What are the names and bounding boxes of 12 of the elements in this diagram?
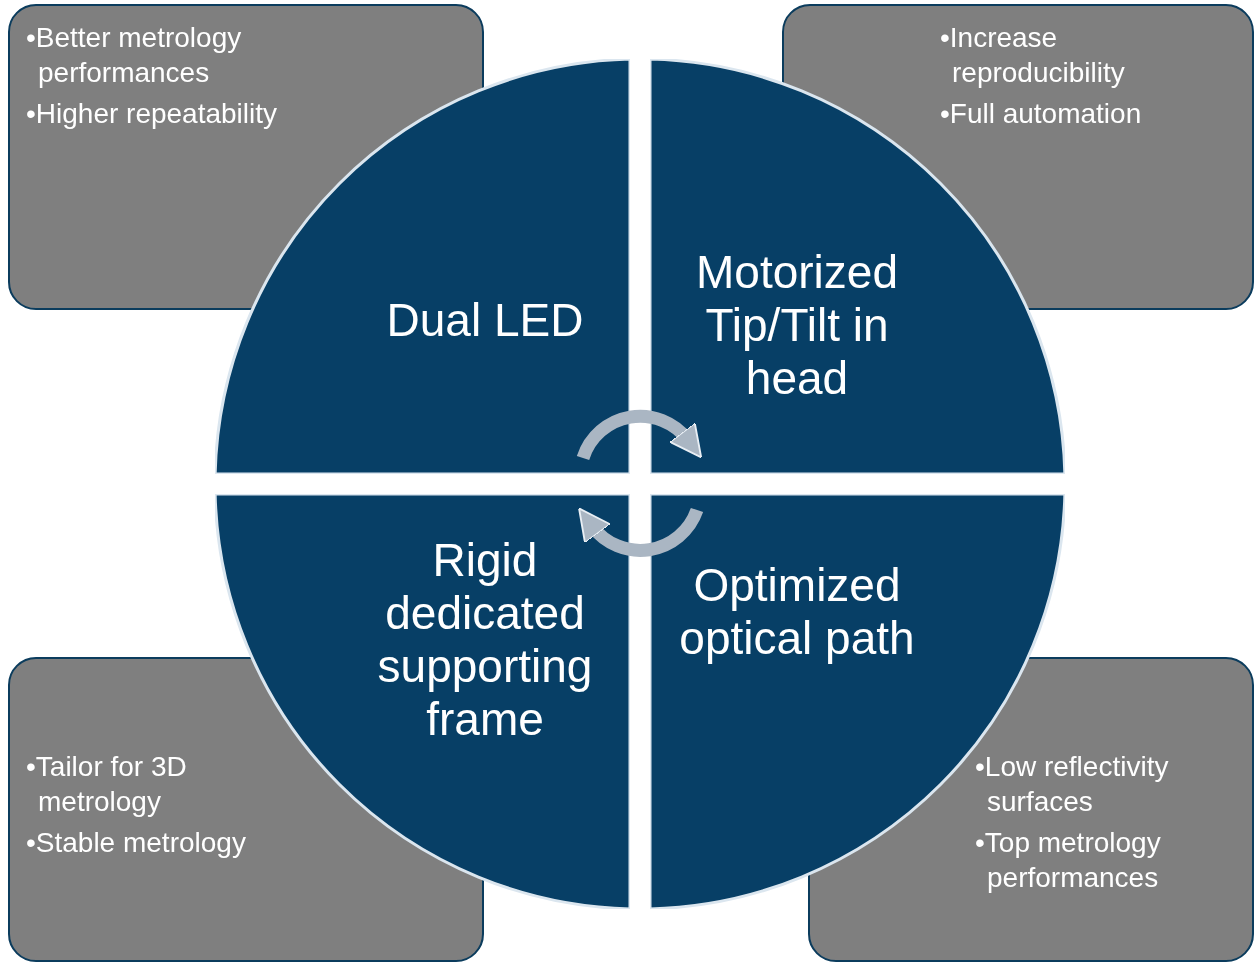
- bullet-text: •Better metrology performances: [26, 21, 243, 90]
- quadrant-label: Dual LED: [385, 294, 585, 347]
- quadrant-label: Rigid dedicated supporting frame: [376, 534, 594, 746]
- bullet-text: •Full automation: [940, 97, 1143, 131]
- bullet-text: •Higher repeatability: [26, 97, 279, 131]
- bullet-text: •Top metrology performances: [975, 826, 1162, 895]
- quadrant-label: Optimized optical path: [678, 559, 916, 665]
- bullet-text: •Increase reproducibility: [940, 21, 1126, 90]
- bullet-text: •Low reflectivity surfaces: [975, 750, 1170, 819]
- quadrant-label: Motorized Tip/Tilt in head: [695, 246, 899, 405]
- bullet-text: •Tailor for 3D metrology: [26, 750, 188, 819]
- bullet-text: •Stable metrology: [26, 826, 247, 860]
